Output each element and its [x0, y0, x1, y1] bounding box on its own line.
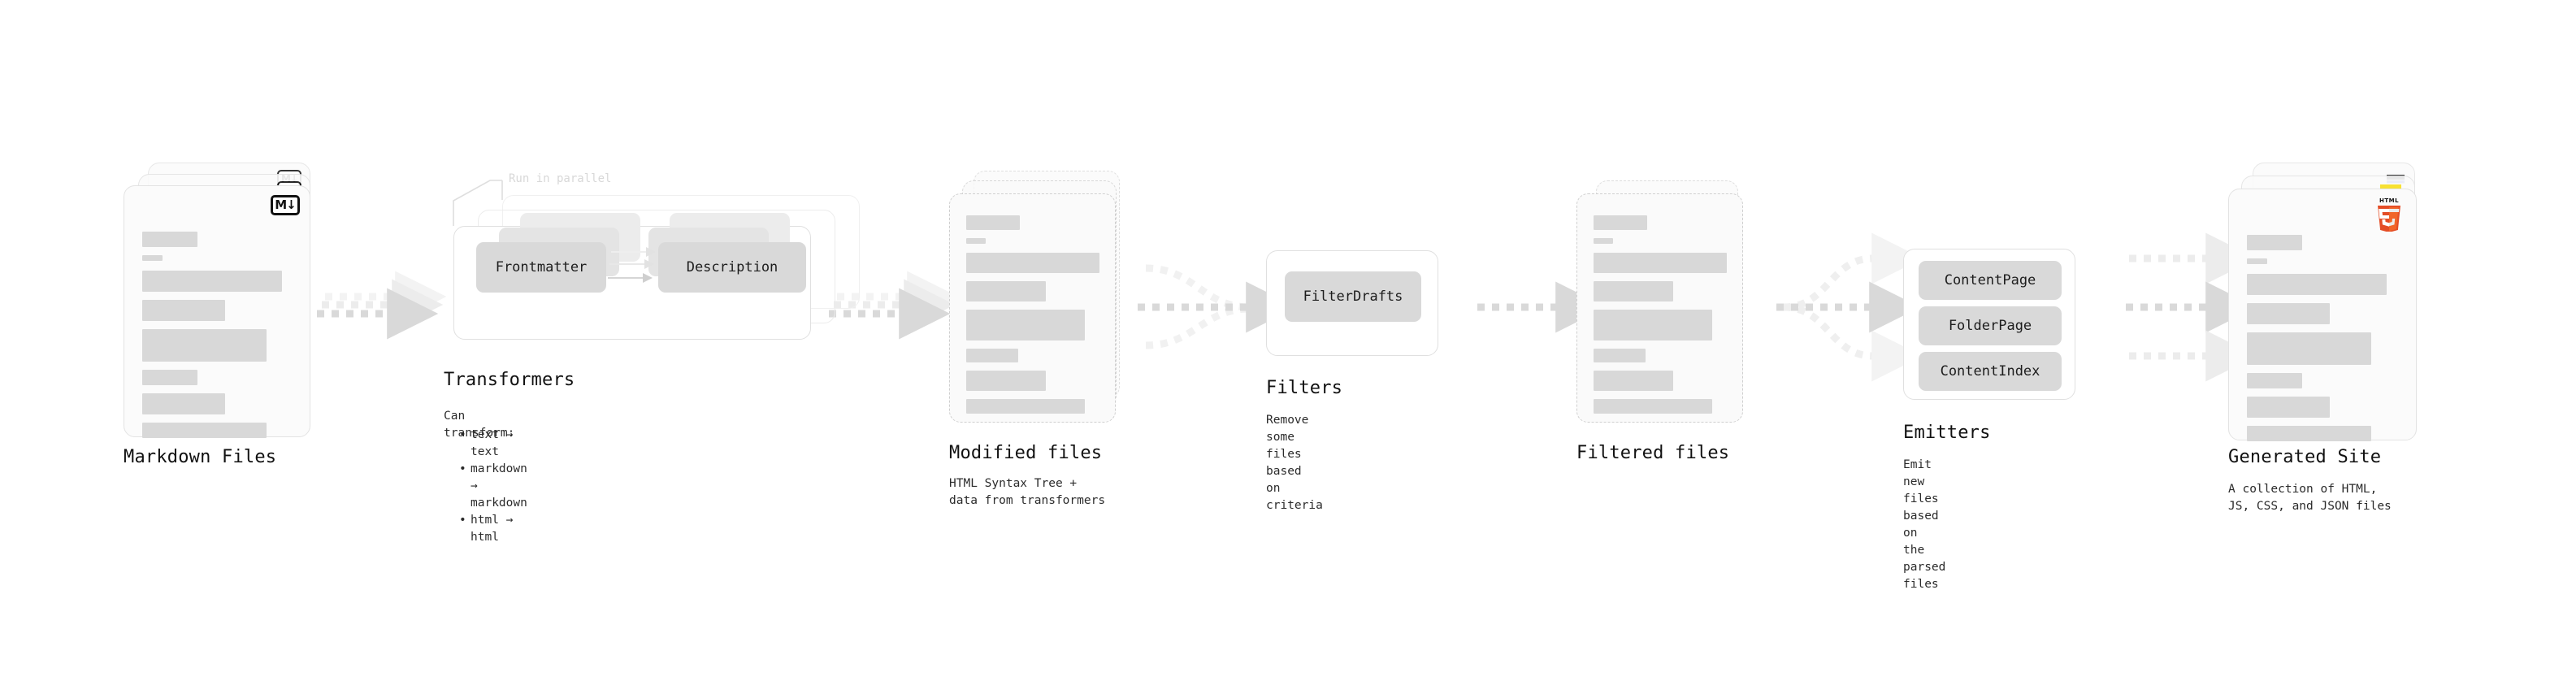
- filter-chip-label: FilterDrafts: [1303, 288, 1403, 305]
- placeholder-line: [1594, 253, 1727, 273]
- placeholder-line: [2247, 258, 2267, 264]
- emitter-chip-contentpage[interactable]: ContentPage: [1919, 261, 2062, 300]
- placeholder-line: [2247, 332, 2371, 365]
- transformer-inner-arrows: [608, 247, 656, 283]
- filtered-doc-stack: [1576, 163, 1780, 455]
- placeholder-line: [1594, 215, 1647, 230]
- placeholder-line: [966, 310, 1085, 340]
- placeholder-line: [142, 255, 163, 261]
- stage-modified-files: Modified files HTML Syntax Tree + data f…: [949, 163, 1152, 507]
- transformers-bullet-list: text → text markdown → markdown html → h…: [457, 427, 527, 546]
- placeholder-line: [2247, 303, 2330, 324]
- placeholder-line: [966, 215, 1020, 230]
- stage-title-filtered-files: Filtered files: [1576, 443, 1730, 463]
- placeholder-line: [1594, 310, 1712, 340]
- stage-title-generated-site: Generated Site: [2228, 447, 2382, 467]
- markdown-doc-front: M↓: [124, 185, 310, 438]
- filters-box: FilterDrafts: [1266, 250, 1438, 356]
- transformer-chip-label: Frontmatter: [495, 259, 588, 275]
- emitters-box: ContentPage FolderPage ContentIndex: [1903, 249, 2075, 400]
- emitter-chip-label: ContentIndex: [1940, 363, 2040, 380]
- svg-text:HTML: HTML: [2379, 197, 2399, 204]
- stage-subtitle-generated-site: A collection of HTML, JS, CSS, and JSON …: [2228, 483, 2392, 514]
- placeholder-line: [2247, 274, 2387, 295]
- placeholder-line: [142, 370, 197, 385]
- placeholder-line: [1594, 371, 1673, 391]
- placeholder-line: [966, 281, 1046, 301]
- transformers-bullet-item: html → html: [459, 512, 527, 546]
- transformers-bullet-item: text → text: [459, 427, 527, 461]
- markdown-doc-stack: M↓ M↓ M↓: [124, 163, 327, 455]
- arrow-filtered-to-emitters: [1776, 232, 1923, 382]
- placeholder-line: [966, 238, 986, 244]
- stage-title-transformers: Transformers: [444, 370, 575, 390]
- stage-filtered-files: Filtered files: [1576, 163, 1780, 463]
- stage-subtitle-modified-files: HTML Syntax Tree + data from transformer…: [949, 477, 1106, 508]
- placeholder-line: [142, 232, 197, 247]
- placeholder-line: [142, 393, 225, 414]
- markdown-logo-icon: M↓: [271, 195, 300, 215]
- stage-generated-site: HTML: [2228, 163, 2439, 513]
- placeholder-line: [1594, 399, 1712, 414]
- stage-title-emitters: Emitters: [1903, 423, 1991, 443]
- placeholder-line: [966, 349, 1018, 362]
- placeholder-line: [966, 371, 1046, 391]
- transformer-chip-label: Description: [686, 259, 778, 275]
- arrow-markdown-to-transformers: [317, 271, 447, 340]
- stage-title-modified-files: Modified files: [949, 443, 1103, 463]
- transformer-chip-frontmatter[interactable]: Frontmatter: [476, 242, 606, 293]
- transformers-bullet-item: markdown → markdown: [459, 461, 527, 512]
- doc-placeholder-lines: [2247, 235, 2400, 449]
- emitter-chip-label: FolderPage: [1948, 318, 2032, 334]
- placeholder-line: [1594, 281, 1673, 301]
- placeholder-line: [1594, 238, 1613, 244]
- placeholder-line: [142, 300, 225, 321]
- filtered-doc-front: [1576, 193, 1743, 423]
- placeholder-line: [142, 271, 282, 292]
- stage-title-filters: Filters: [1266, 378, 1343, 398]
- doc-placeholder-lines: [1594, 215, 1728, 422]
- stage-subtitle-emitters: Emit new files based on the parsed files: [1903, 458, 1946, 592]
- transformer-chip-description[interactable]: Description: [658, 242, 806, 293]
- site-doc-html: HTML: [2228, 189, 2417, 441]
- placeholder-line: [2247, 373, 2302, 388]
- placeholder-line: [2247, 426, 2371, 441]
- emitter-chip-label: ContentPage: [1944, 272, 2036, 288]
- stage-markdown-files: M↓ M↓ M↓ Markdown Files: [124, 163, 327, 467]
- placeholder-line: [966, 399, 1085, 414]
- placeholder-line: [1594, 349, 1646, 362]
- emitter-chip-contentindex[interactable]: ContentIndex: [1919, 352, 2062, 391]
- modified-doc-stack: [949, 163, 1152, 455]
- stage-subtitle-filters: Remove some files based on criteria: [1266, 414, 1323, 513]
- run-in-parallel-label: Run in parallel: [509, 172, 612, 185]
- placeholder-line: [966, 253, 1099, 273]
- placeholder-line: [142, 423, 267, 438]
- doc-placeholder-lines: [142, 232, 293, 446]
- placeholder-line: [142, 329, 267, 362]
- doc-placeholder-lines: [966, 215, 1100, 422]
- stage-title-markdown-files: Markdown Files: [124, 447, 277, 467]
- arrow-modified-to-filters: [1138, 264, 1298, 349]
- arrow-emitters-to-site: [2126, 232, 2257, 382]
- placeholder-line: [2247, 397, 2330, 418]
- site-doc-stack: HTML: [2228, 163, 2439, 455]
- emitter-chip-folderpage[interactable]: FolderPage: [1919, 306, 2062, 345]
- modified-doc-front: [949, 193, 1116, 423]
- html5-logo-icon: HTML: [2374, 196, 2405, 232]
- filter-chip-filterdrafts[interactable]: FilterDrafts: [1285, 271, 1421, 322]
- placeholder-line: [2247, 235, 2302, 250]
